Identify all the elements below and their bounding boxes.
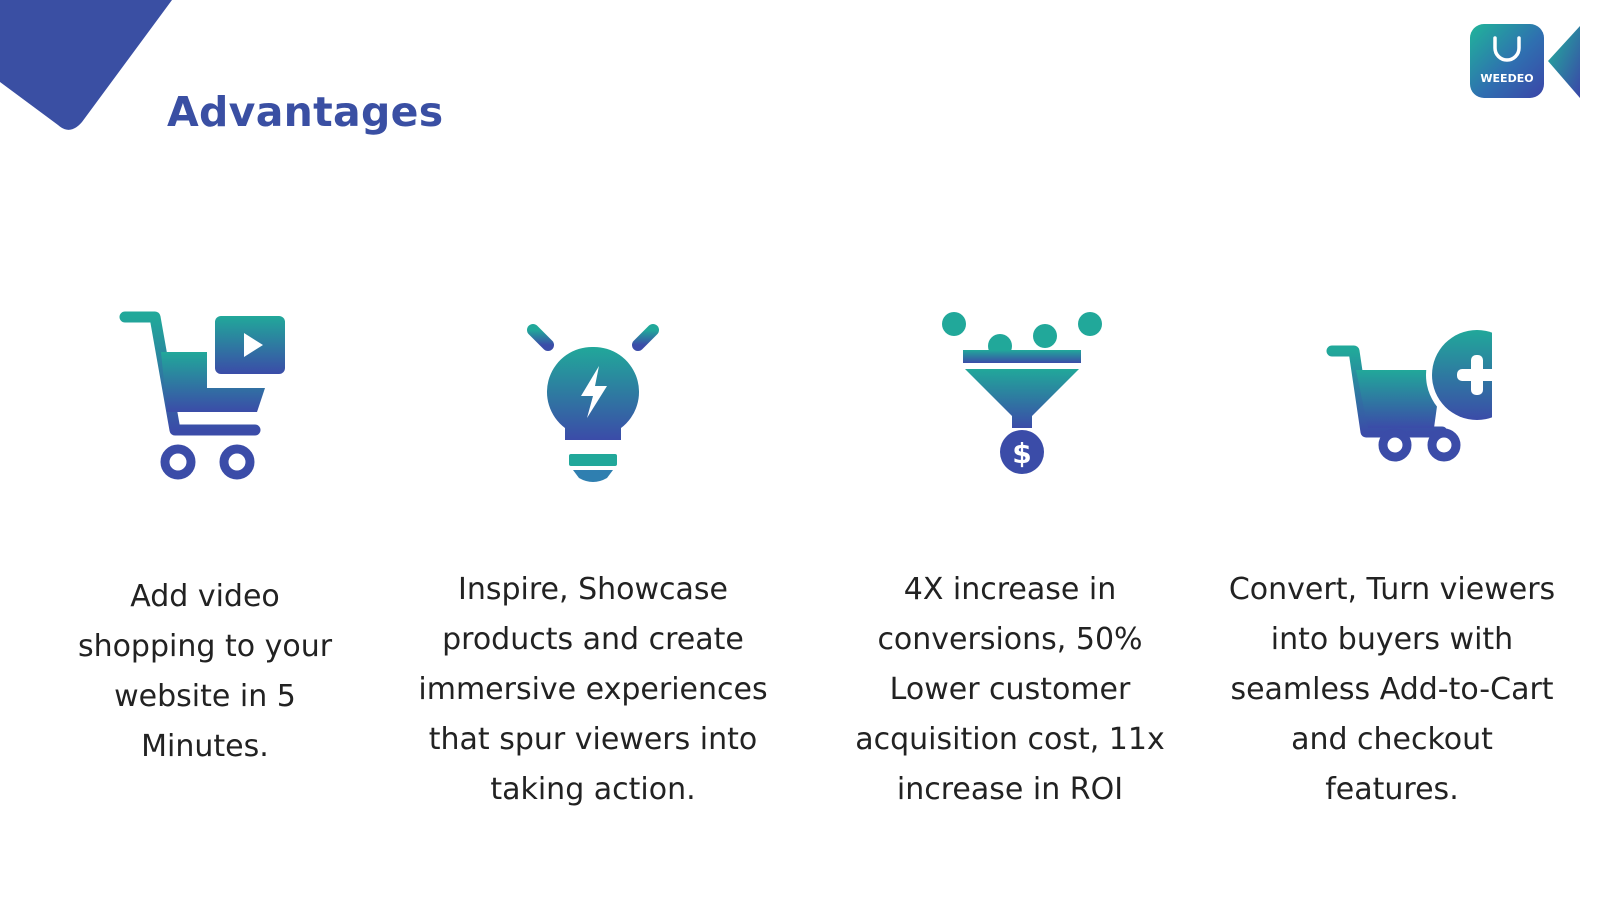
video-shopping-cart-icon	[119, 311, 285, 480]
weedeo-logo: WEEDEO	[1470, 24, 1580, 98]
corner-decoration	[0, 0, 172, 130]
feature-text: 4X increase in conversions, 50% Lower cu…	[855, 572, 1165, 807]
feature-text: Convert, Turn viewers into buyers with s…	[1228, 572, 1556, 807]
svg-text:$: $	[1012, 437, 1031, 470]
feature-text: Add video shopping to your website in 5 …	[77, 579, 333, 764]
slide-title: Advantages	[167, 88, 444, 136]
cart-plus-icon	[1326, 324, 1492, 462]
logo-wordmark: WEEDEO	[1480, 72, 1533, 85]
feature-video-shopping: Add video shopping to your website in 5 …	[20, 300, 390, 820]
feature-text: Inspire, Showcase products and create im…	[418, 572, 768, 807]
feature-add-to-cart: Convert, Turn viewers into buyers with s…	[1222, 300, 1562, 820]
feature-conversions: $ 4X increase in conversions, 50% Lower …	[830, 300, 1190, 820]
feature-inspire: Inspire, Showcase products and create im…	[408, 300, 778, 820]
lightbulb-bolt-icon	[502, 300, 684, 482]
funnel-dollar-icon: $	[942, 312, 1102, 474]
